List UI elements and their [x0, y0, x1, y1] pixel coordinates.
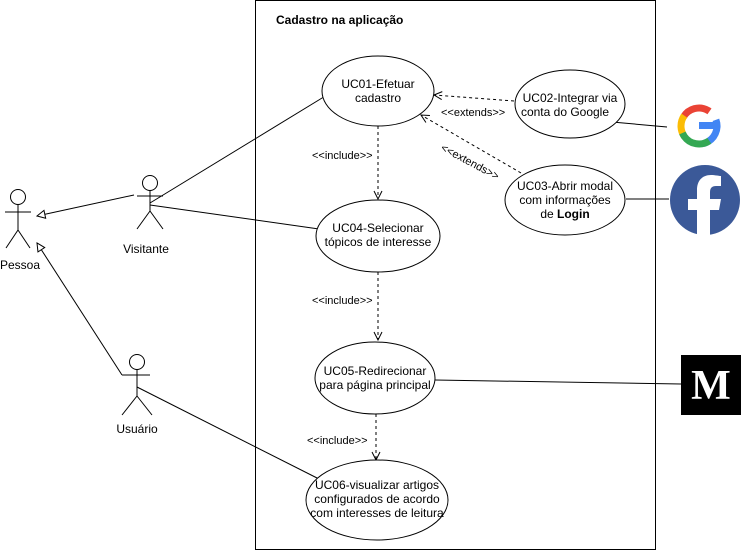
svg-text:M: M — [691, 363, 731, 409]
include-label-1: <<include>> — [312, 150, 373, 162]
svg-text:com interesses de leitura: com interesses de leitura — [310, 506, 444, 520]
use-case-uc06: UC06-visualizar artigos configurados de … — [305, 459, 449, 541]
association-lines — [136, 94, 682, 481]
include-label-2: <<include>> — [312, 295, 373, 307]
svg-text:UC06-visualizar artigos: UC06-visualizar artigos — [315, 478, 439, 492]
assoc-visitante-uc04 — [149, 204, 320, 230]
assoc-usuario-uc06 — [136, 386, 322, 481]
svg-text:de Login: de Login — [540, 207, 589, 221]
svg-text:para página principal: para página principal — [319, 378, 430, 392]
system-title: Cadastro na aplicação — [276, 13, 403, 27]
svg-text:cadastro: cadastro — [355, 91, 401, 105]
extends-label-1: <<extends>> — [441, 107, 505, 119]
assoc-uc05-medium — [434, 379, 682, 385]
use-case-uc03: UC03-Abrir modal com informações de Logi… — [504, 164, 626, 236]
svg-text:configurados de acordo: configurados de acordo — [314, 492, 440, 506]
assoc-uc02-google — [611, 121, 668, 128]
use-case-uc01: UC01-Efetuar cadastro — [321, 55, 435, 127]
extends-uc03-uc01 — [421, 115, 522, 174]
svg-text:UC04-Selecionar: UC04-Selecionar — [332, 221, 423, 235]
svg-text:com informações: com informações — [519, 193, 610, 207]
use-case-uc05: UC05-Redirecionar para página principal — [314, 341, 436, 415]
actor-label-pessoa: Pessoa — [0, 258, 40, 272]
svg-text:UC02-Integrar via: UC02-Integrar via — [523, 91, 618, 105]
actor-visitante — [136, 175, 164, 230]
google-logo — [677, 104, 721, 148]
actor-label-visitante: Visitante — [123, 242, 169, 256]
actor-label-usuario: Usuário — [116, 422, 158, 436]
assoc-visitante-uc01 — [149, 94, 328, 204]
actor-usuario — [121, 354, 153, 416]
svg-text:UC05-Redirecionar: UC05-Redirecionar — [324, 364, 427, 378]
medium-logo: M — [681, 355, 741, 415]
dependency-lines — [376, 95, 522, 460]
generalization-lines — [37, 194, 135, 376]
facebook-logo — [670, 165, 740, 235]
actor-pessoa — [5, 189, 31, 249]
svg-text:conta do Google: conta do Google — [521, 105, 609, 119]
svg-text:tópicos de interesse: tópicos de interesse — [325, 235, 432, 249]
extends-uc02-uc01 — [434, 95, 515, 102]
use-case-uc02: UC02-Integrar via conta do Google — [514, 69, 626, 139]
generalization-usuario-pessoa — [37, 243, 123, 376]
use-case-uc04: UC04-Selecionar tópicos de interesse — [315, 199, 441, 273]
generalization-visitante-pessoa — [37, 194, 135, 216]
svg-text:UC01-Efetuar: UC01-Efetuar — [341, 77, 414, 91]
include-label-3: <<include>> — [307, 435, 368, 447]
svg-text:UC03-Abrir modal: UC03-Abrir modal — [517, 179, 613, 193]
